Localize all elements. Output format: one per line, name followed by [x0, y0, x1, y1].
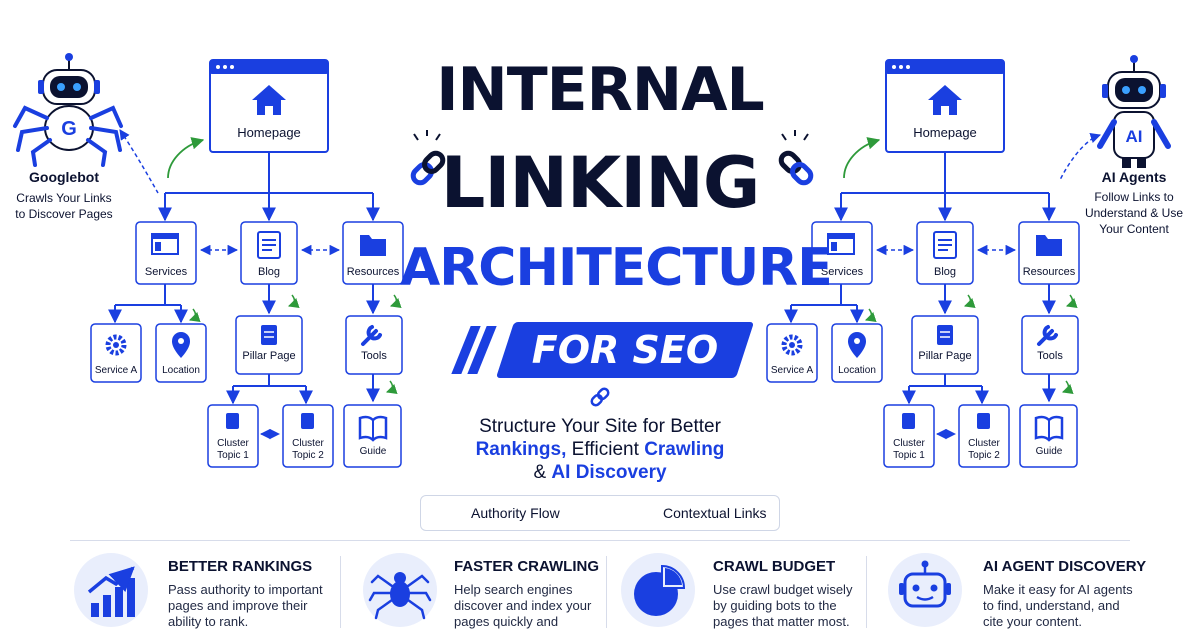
ai-robot-icon	[888, 553, 962, 627]
benefit-desc-line: pages and improve their	[168, 598, 308, 613]
benefit-title: BETTER RANKINGS	[168, 558, 313, 575]
tools-label: Tools	[361, 350, 387, 362]
cluster-2-label-a-right: Cluster	[968, 438, 1000, 449]
subtitle-ai: AI Discovery	[551, 462, 667, 483]
cluster-1-label-a: Cluster	[217, 438, 249, 449]
subtitle-line-3: & AI Discovery	[430, 461, 770, 484]
benefit-crawl-budget: CRAWL BUDGET Use crawl budget wisely by …	[713, 540, 883, 630]
aiagents-name: AI Agents	[1102, 169, 1167, 185]
benefit-separator	[606, 556, 607, 628]
subtitle-crawling: Crawling	[644, 439, 725, 460]
benefit-description: Pass authority to important pages and im…	[168, 582, 323, 630]
legend-authority-flow: Authority Flow	[471, 505, 560, 521]
resources-label-right: Resources	[1023, 266, 1076, 278]
cluster-1-label-a-right: Cluster	[893, 438, 925, 449]
benefit-desc-line: Pass authority to important	[168, 582, 323, 597]
benefit-desc-line: cite your content.	[983, 614, 1082, 629]
benefit-description: Use crawl budget wisely by guiding bots …	[713, 582, 852, 630]
bottom-divider	[70, 540, 1130, 541]
subtitle-amp: &	[533, 462, 547, 483]
banner-text: FOR SEO	[531, 328, 719, 372]
subtitle-rankings: Rankings,	[475, 439, 567, 460]
benefit-desc-line: Help search engines	[454, 582, 573, 597]
title-line-1: INTERNAL	[436, 55, 765, 125]
benefit-better-rankings: BETTER RANKINGS Pass authority to import…	[168, 540, 348, 630]
benefit-title: FASTER CRAWLING	[454, 558, 599, 575]
legend: Authority Flow Contextual Links	[420, 495, 780, 531]
cluster-2-label-a: Cluster	[292, 438, 324, 449]
subtitle-line-1: Structure Your Site for Better	[479, 416, 721, 437]
guide-label-right: Guide	[1036, 446, 1063, 457]
pillar-page-label-right: Pillar Page	[918, 350, 971, 362]
small-link-icon	[590, 387, 610, 407]
benefit-separator	[340, 556, 341, 628]
tools-label-right: Tools	[1037, 350, 1063, 362]
benefit-desc-line: Make it easy for AI agents	[983, 582, 1133, 597]
benefit-description: Help search engines discover and index y…	[454, 582, 591, 630]
service-a-label: Service A	[95, 365, 138, 376]
blog-label-right: Blog	[934, 266, 956, 278]
cluster-1-label-b-right: Topic 1	[893, 450, 925, 461]
benefit-desc-line: discover and index your	[454, 598, 592, 613]
title-line-2: LINKING	[440, 142, 761, 224]
benefit-faster-crawling: FASTER CRAWLING Help search engines disc…	[454, 540, 624, 630]
benefit-ai-agent-discovery: AI AGENT DISCOVERY Make it easy for AI a…	[983, 540, 1183, 630]
benefit-description: Make it easy for AI agents to find, unde…	[983, 582, 1133, 630]
homepage-label-right: Homepage	[913, 125, 977, 140]
googlebot-robot-icon	[13, 53, 123, 167]
guide-label: Guide	[360, 446, 387, 457]
benefit-title: AI AGENT DISCOVERY	[983, 558, 1147, 575]
benefit-desc-line: pages quickly and	[454, 614, 559, 629]
title-line-3: ARCHITECTURE	[400, 238, 833, 298]
service-a-label-right: Service A	[771, 365, 814, 376]
blog-label: Blog	[258, 266, 280, 278]
ai-agent-robot-icon	[1097, 55, 1171, 168]
subtitle-efficient: Efficient	[571, 439, 639, 460]
benefit-desc-line: by guiding bots to the	[713, 598, 837, 613]
googlebot-badge: G	[61, 118, 77, 140]
subtitle: Structure Your Site for Better Rankings,…	[430, 415, 770, 484]
benefit-separator	[866, 556, 867, 628]
pie-chart-icon	[621, 553, 695, 627]
googlebot-desc-1: Crawls Your Links	[16, 191, 111, 205]
aiagents-desc-2: Understand & Use	[1085, 206, 1183, 220]
googlebot-desc-2: to Discover Pages	[15, 207, 112, 221]
cluster-1-label-b: Topic 1	[217, 450, 249, 461]
services-label-right: Services	[821, 266, 864, 278]
ai-agent-badge: AI	[1126, 127, 1143, 146]
rankings-chart-icon	[74, 553, 148, 627]
services-label: Services	[145, 266, 188, 278]
link-chain-icon-left	[410, 150, 446, 186]
cluster-2-label-b-right: Topic 2	[968, 450, 1000, 461]
cluster-2-label-b: Topic 2	[292, 450, 324, 461]
googlebot-name: Googlebot	[29, 169, 99, 185]
location-label: Location	[162, 365, 200, 376]
location-label-right: Location	[838, 365, 876, 376]
benefit-desc-line: Use crawl budget wisely	[713, 582, 853, 597]
benefit-desc-line: ability to rank.	[168, 614, 249, 629]
aiagents-desc-3: Your Content	[1099, 222, 1169, 236]
subtitle-line-2: Rankings, Efficient Crawling	[430, 438, 770, 461]
homepage-label: Homepage	[237, 125, 301, 140]
for-seo-banner: FOR SEO	[451, 322, 755, 378]
benefit-title: CRAWL BUDGET	[713, 558, 836, 575]
left-site-tree	[91, 60, 403, 467]
legend-contextual-links: Contextual Links	[663, 505, 767, 521]
spider-crawler-icon	[363, 553, 437, 627]
benefit-desc-line: pages that matter most.	[713, 614, 850, 629]
resources-label: Resources	[347, 266, 400, 278]
benefit-desc-line: to find, understand, and	[983, 598, 1120, 613]
link-chain-icon-right	[778, 150, 814, 186]
pillar-page-label: Pillar Page	[242, 350, 295, 362]
aiagents-desc-1: Follow Links to	[1094, 190, 1174, 204]
